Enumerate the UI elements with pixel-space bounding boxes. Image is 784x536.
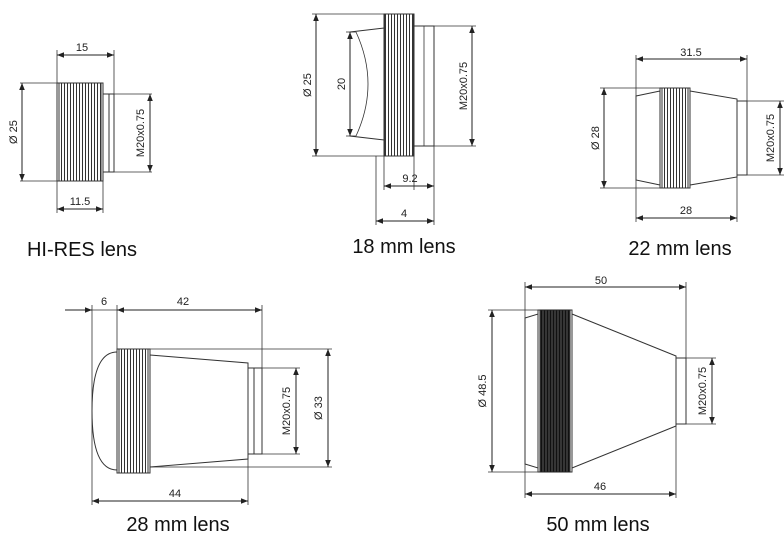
lens18-drawing	[312, 13, 476, 225]
lens50-caption: 50 mm lens	[546, 514, 649, 536]
hires-thread-dim: M20x0.75	[135, 109, 147, 157]
lens22-caption: 22 mm lens	[628, 238, 731, 260]
lens18-inner-dim: 20	[336, 78, 348, 90]
lens18-bottom-dim: 4	[401, 208, 407, 220]
lens28-thread-dim: M20x0.75	[281, 387, 293, 435]
lens50-dia-dim: Ø 48.5	[477, 374, 489, 407]
lens50-top-dim: 50	[595, 275, 607, 287]
lens22-top-dim: 31.5	[680, 47, 701, 59]
lens28-dia-dim: Ø 33	[313, 396, 325, 420]
hires-bottom-dim: 11.5	[70, 196, 91, 208]
hires-caption: HI-RES lens	[27, 239, 137, 261]
lens22-bottom-dim: 28	[680, 205, 692, 217]
lens22-dia-dim: Ø 28	[590, 126, 602, 150]
hires-dia-dim: Ø 25	[8, 120, 20, 144]
lens18-dia-dim: Ø 25	[302, 73, 314, 97]
lens28-drawing	[65, 305, 332, 505]
lens50-thread-dim: M20x0.75	[697, 367, 709, 415]
lens22-drawing	[600, 55, 784, 222]
lens50-bottom-dim: 46	[594, 481, 606, 493]
lens28-top-dim: 42	[177, 296, 189, 308]
lens28-caption: 28 mm lens	[126, 514, 229, 536]
lens28-bottom-dim: 44	[169, 488, 181, 500]
lens50-drawing	[488, 282, 716, 498]
hires-lens-drawing	[19, 50, 153, 213]
hires-top-dim: 15	[76, 42, 88, 54]
lens18-mid-dim: 9.2	[402, 173, 417, 185]
lens18-thread-dim: M20x0.75	[458, 62, 470, 110]
lens18-caption: 18 mm lens	[352, 236, 455, 258]
lens28-front-dim: 6	[101, 296, 107, 308]
lens22-thread-dim: M20x0.75	[765, 114, 777, 162]
